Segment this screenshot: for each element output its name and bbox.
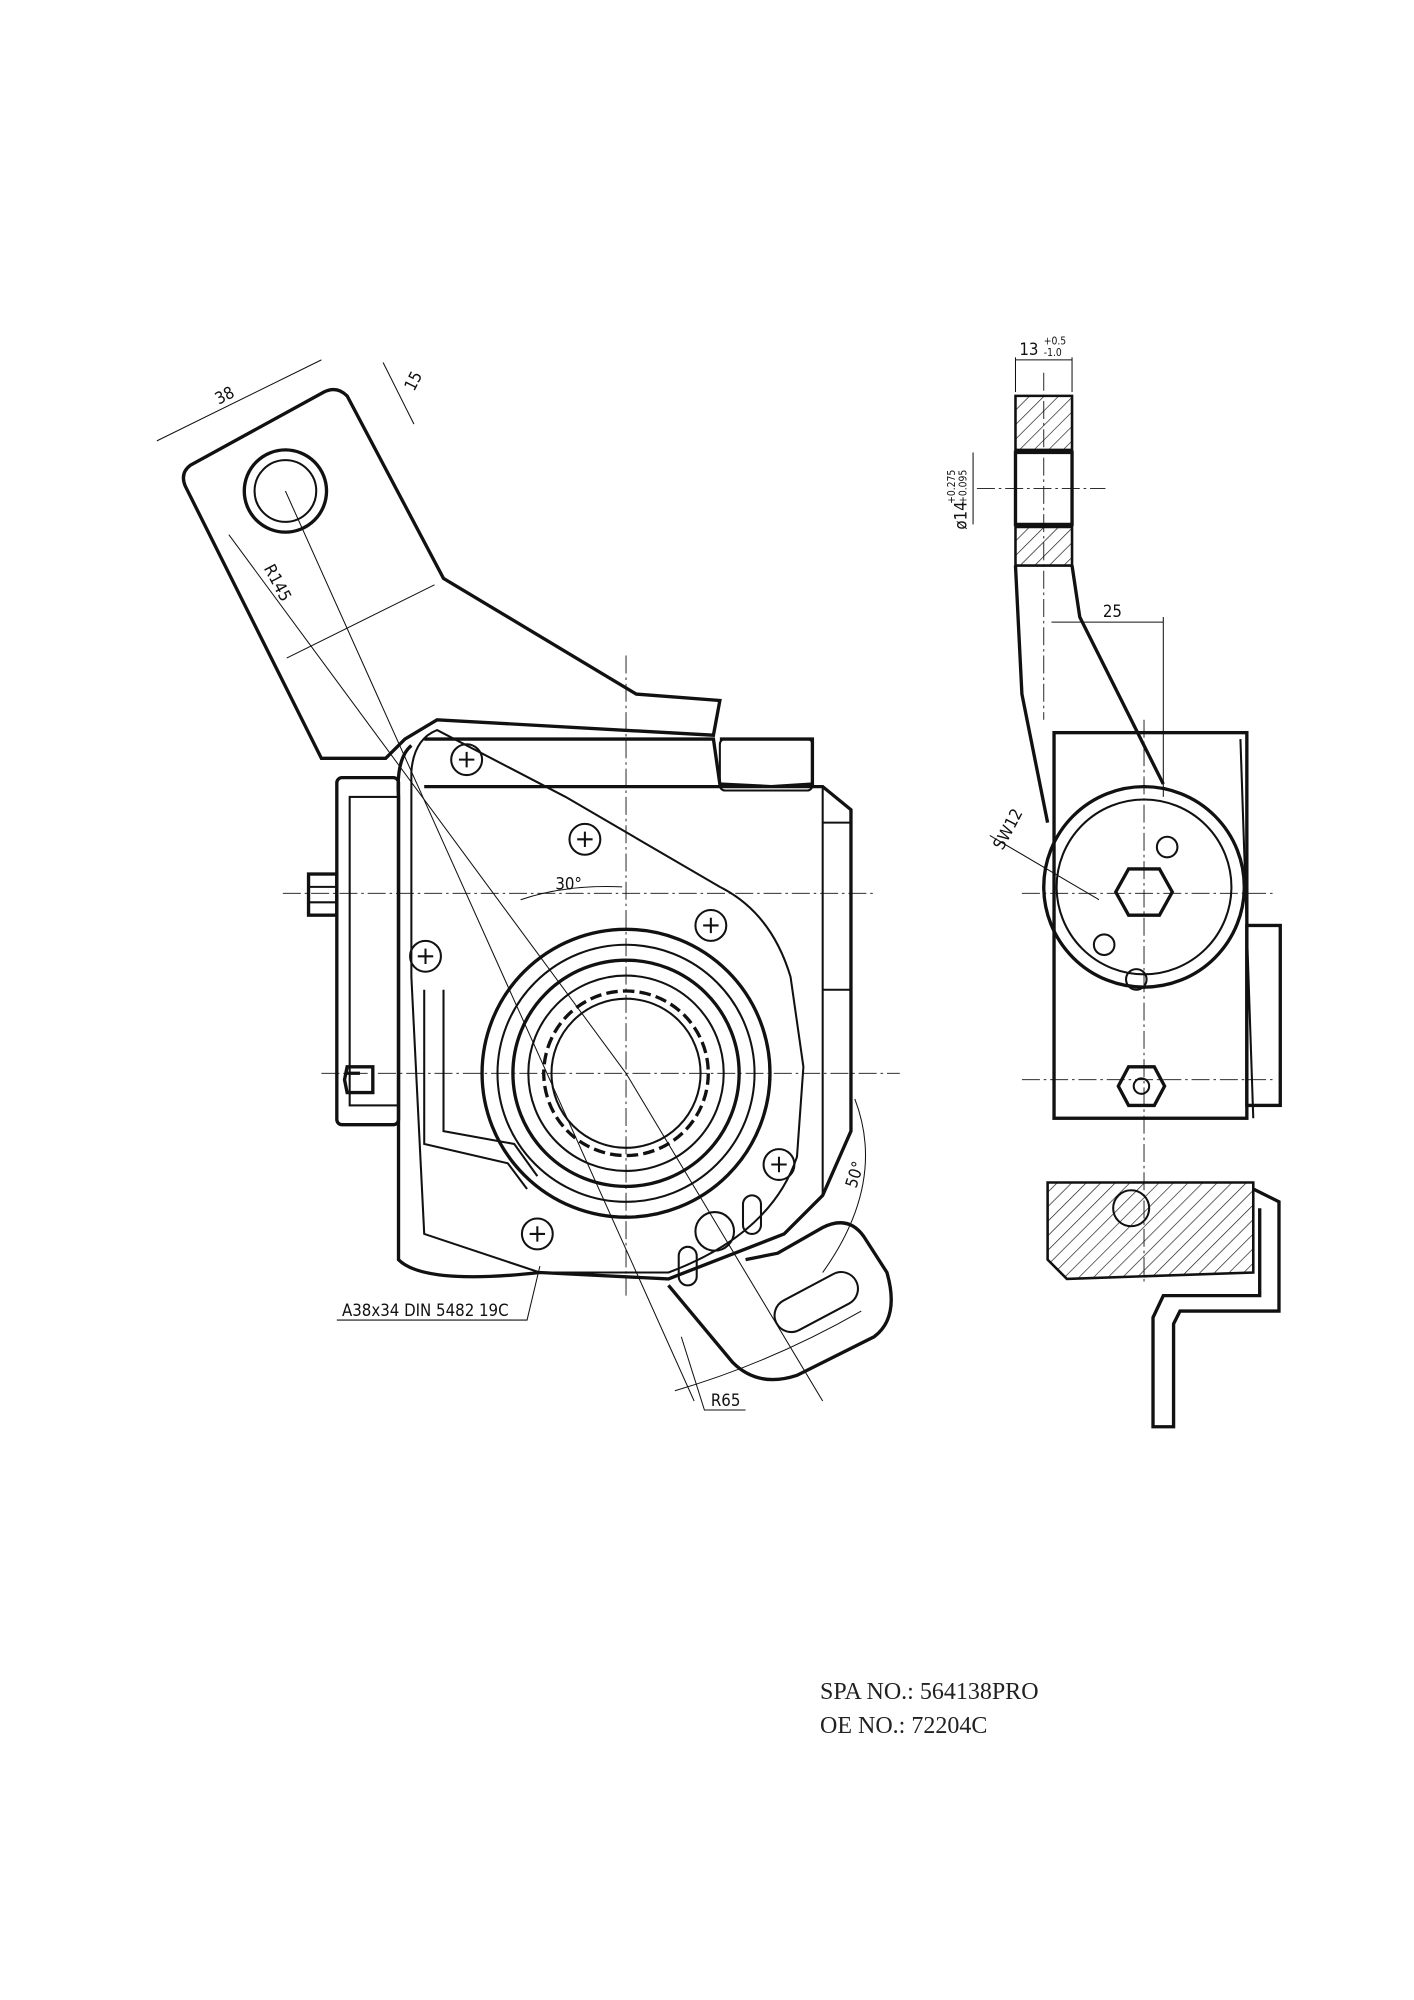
dim-thickness-upper-tol: +0.5	[1044, 335, 1067, 347]
side-housing	[1052, 730, 1249, 1120]
dim-thickness-lower-tol: -1.0	[1044, 347, 1062, 359]
dim-angle-top: 30°	[555, 873, 582, 893]
arm-hole	[242, 448, 329, 534]
screw-icons	[409, 743, 796, 1251]
side-view: 13 +0.5 -1.0 ø14 +0.275 +0.095 25 SW12	[946, 335, 1282, 1429]
dim-radius-bracket: R65	[711, 1390, 741, 1410]
dim-radius-arm: R145	[260, 561, 296, 605]
side-arm	[1013, 565, 1165, 823]
part-number-block: SPA NO.: 564138PRO OE NO.: 72204C	[820, 1675, 1039, 1743]
dim-hole: ø14	[951, 501, 971, 529]
dim-arm-offset: 15	[400, 368, 426, 394]
dim-wrench: SW12	[989, 805, 1027, 853]
dim-offset: 25	[1103, 601, 1122, 621]
dim-arm-width: 38	[211, 382, 237, 408]
dim-thickness: 13	[1019, 339, 1038, 359]
spline-callout: A38x34 DIN 5482 19C	[342, 1300, 509, 1320]
dim-angle-bottom: 50°	[841, 1159, 868, 1190]
spa-number: SPA NO.: 564138PRO	[820, 1679, 1039, 1705]
lever-arm	[181, 387, 722, 761]
dim-hole-upper-tol: +0.275	[946, 470, 958, 504]
control-arm-bracket	[667, 1221, 893, 1382]
wrench-hex	[1113, 867, 1175, 917]
front-view: 38 15 R145 30° 50° A38x34 DIN 5482 19C R…	[156, 359, 900, 1411]
dim-hole-lower-tol: +0.095	[958, 470, 970, 504]
hex-bolt	[306, 872, 339, 917]
housing	[396, 737, 853, 1281]
side-bracket	[1151, 1187, 1281, 1429]
oe-number: OE NO.: 72204C	[820, 1713, 988, 1739]
